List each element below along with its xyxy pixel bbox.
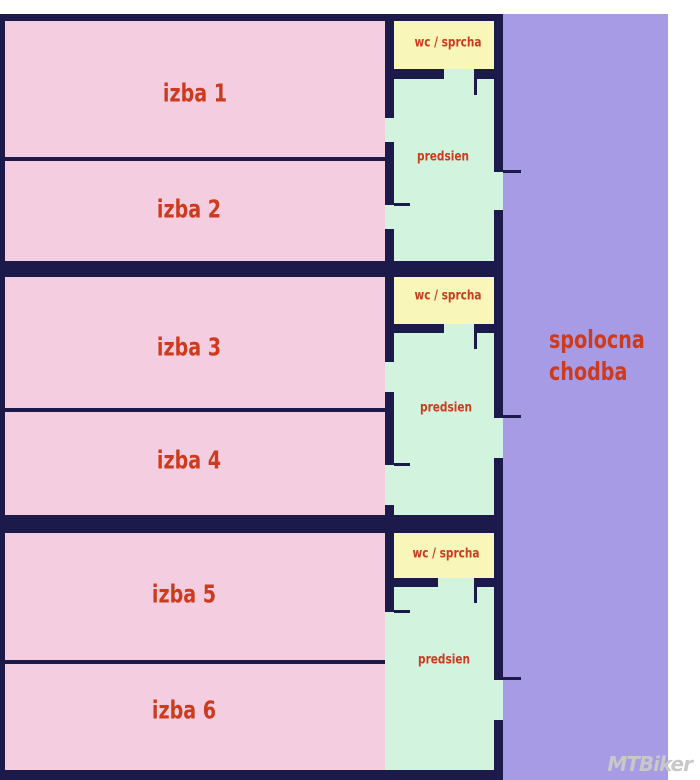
door-leaf bbox=[503, 170, 521, 173]
wc-label: wc / sprcha bbox=[414, 288, 482, 304]
corridor-label: spolocna chodba bbox=[549, 324, 645, 388]
room-izba-2 bbox=[5, 161, 385, 261]
room-label: izba 5 bbox=[151, 579, 217, 609]
wc-label: wc / sprcha bbox=[412, 546, 480, 562]
door-gap bbox=[494, 680, 503, 720]
wc-label: wc / sprcha bbox=[414, 35, 482, 51]
door-leaf bbox=[394, 610, 410, 613]
corridor-label-line2: chodba bbox=[549, 357, 628, 386]
watermark-logo: MTBiker bbox=[607, 752, 693, 776]
wc-room-1 bbox=[394, 21, 494, 69]
door-gap bbox=[494, 172, 503, 210]
corridor-label-line1: spolocna bbox=[549, 325, 645, 354]
hall-label: predsien bbox=[418, 652, 470, 668]
door-leaf bbox=[474, 79, 477, 95]
door-leaf bbox=[474, 587, 477, 603]
hall-room-3 bbox=[394, 587, 494, 770]
door-gap bbox=[385, 465, 394, 505]
room-izba-3 bbox=[5, 277, 385, 408]
door-gap bbox=[494, 418, 503, 458]
door-gap bbox=[385, 362, 394, 392]
door-leaf bbox=[474, 333, 477, 349]
door-leaf bbox=[394, 203, 410, 206]
room-izba-1 bbox=[5, 21, 385, 157]
room-label: izba 4 bbox=[156, 445, 222, 475]
door-gap bbox=[385, 118, 394, 142]
hall-label: predsien bbox=[420, 400, 472, 416]
hall-room-1 bbox=[394, 79, 494, 261]
wc-room-2 bbox=[394, 277, 494, 324]
door-gap bbox=[444, 324, 474, 333]
room-izba-5 bbox=[5, 533, 385, 660]
door-leaf bbox=[503, 677, 521, 680]
watermark-text: MTBiker bbox=[607, 752, 693, 776]
room-label: izba 6 bbox=[151, 695, 217, 725]
corridor-area bbox=[503, 14, 668, 780]
room-label: izba 2 bbox=[156, 194, 222, 224]
door-gap bbox=[444, 69, 474, 79]
door-leaf bbox=[394, 463, 410, 466]
hall-label: predsien bbox=[417, 149, 469, 165]
room-label: izba 3 bbox=[156, 332, 222, 362]
room-izba-4 bbox=[5, 412, 385, 515]
wc-room-3 bbox=[394, 533, 494, 578]
room-label: izba 1 bbox=[162, 78, 228, 108]
door-gap bbox=[385, 612, 394, 770]
room-izba-6 bbox=[5, 664, 385, 770]
door-gap bbox=[438, 578, 474, 587]
hall-room-2 bbox=[394, 333, 494, 515]
door-gap bbox=[385, 205, 394, 229]
door-leaf bbox=[503, 415, 521, 418]
